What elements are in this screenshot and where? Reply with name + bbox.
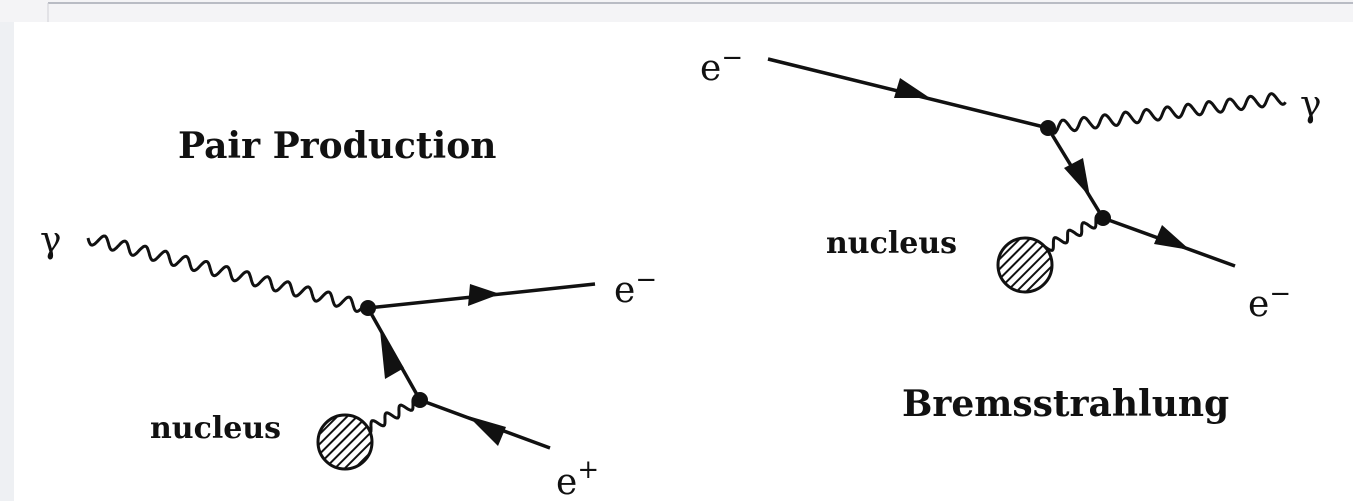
- brems-nucleus-blob: [996, 236, 1054, 294]
- pair-photon-line: [86, 234, 370, 313]
- bremsstrahlung-title: Bremsstrahlung: [902, 383, 1229, 425]
- brems-electron-in-arrow: [894, 78, 930, 98]
- pair-electron-label: e−: [614, 265, 657, 311]
- brems-nucleus-photon-line: [1038, 213, 1104, 252]
- brems-photon-line: [1046, 92, 1287, 135]
- brems-photon-label: γ: [1300, 84, 1322, 125]
- brems-internal-arrow: [1064, 158, 1090, 197]
- bremsstrahlung-diagram: e− γ e− nucleus Bremsstrahlung: [700, 43, 1322, 425]
- window-top-bar: [0, 0, 1353, 22]
- pair-electron-arrow: [468, 284, 500, 306]
- brems-electron-in-label: e−: [700, 43, 743, 89]
- pair-photon-label: γ: [40, 220, 62, 261]
- brems-electron-out-label: e−: [1248, 279, 1291, 325]
- window-left-strip: [0, 22, 14, 501]
- pair-internal-arrow: [380, 330, 404, 379]
- pair-nucleus-blob: [316, 413, 374, 471]
- pair-nucleus-photon-line: [359, 395, 421, 435]
- pair-nucleus-label: nucleus: [150, 411, 281, 446]
- brems-nucleus-label: nucleus: [826, 226, 957, 261]
- pair-positron-label: e+: [556, 455, 599, 501]
- pair-production-diagram: Pair Production γ e− e+ nucleus: [40, 125, 657, 501]
- pair-positron-arrow: [468, 416, 506, 446]
- pair-production-title: Pair Production: [178, 125, 496, 167]
- brems-electron-out-arrow: [1154, 225, 1190, 250]
